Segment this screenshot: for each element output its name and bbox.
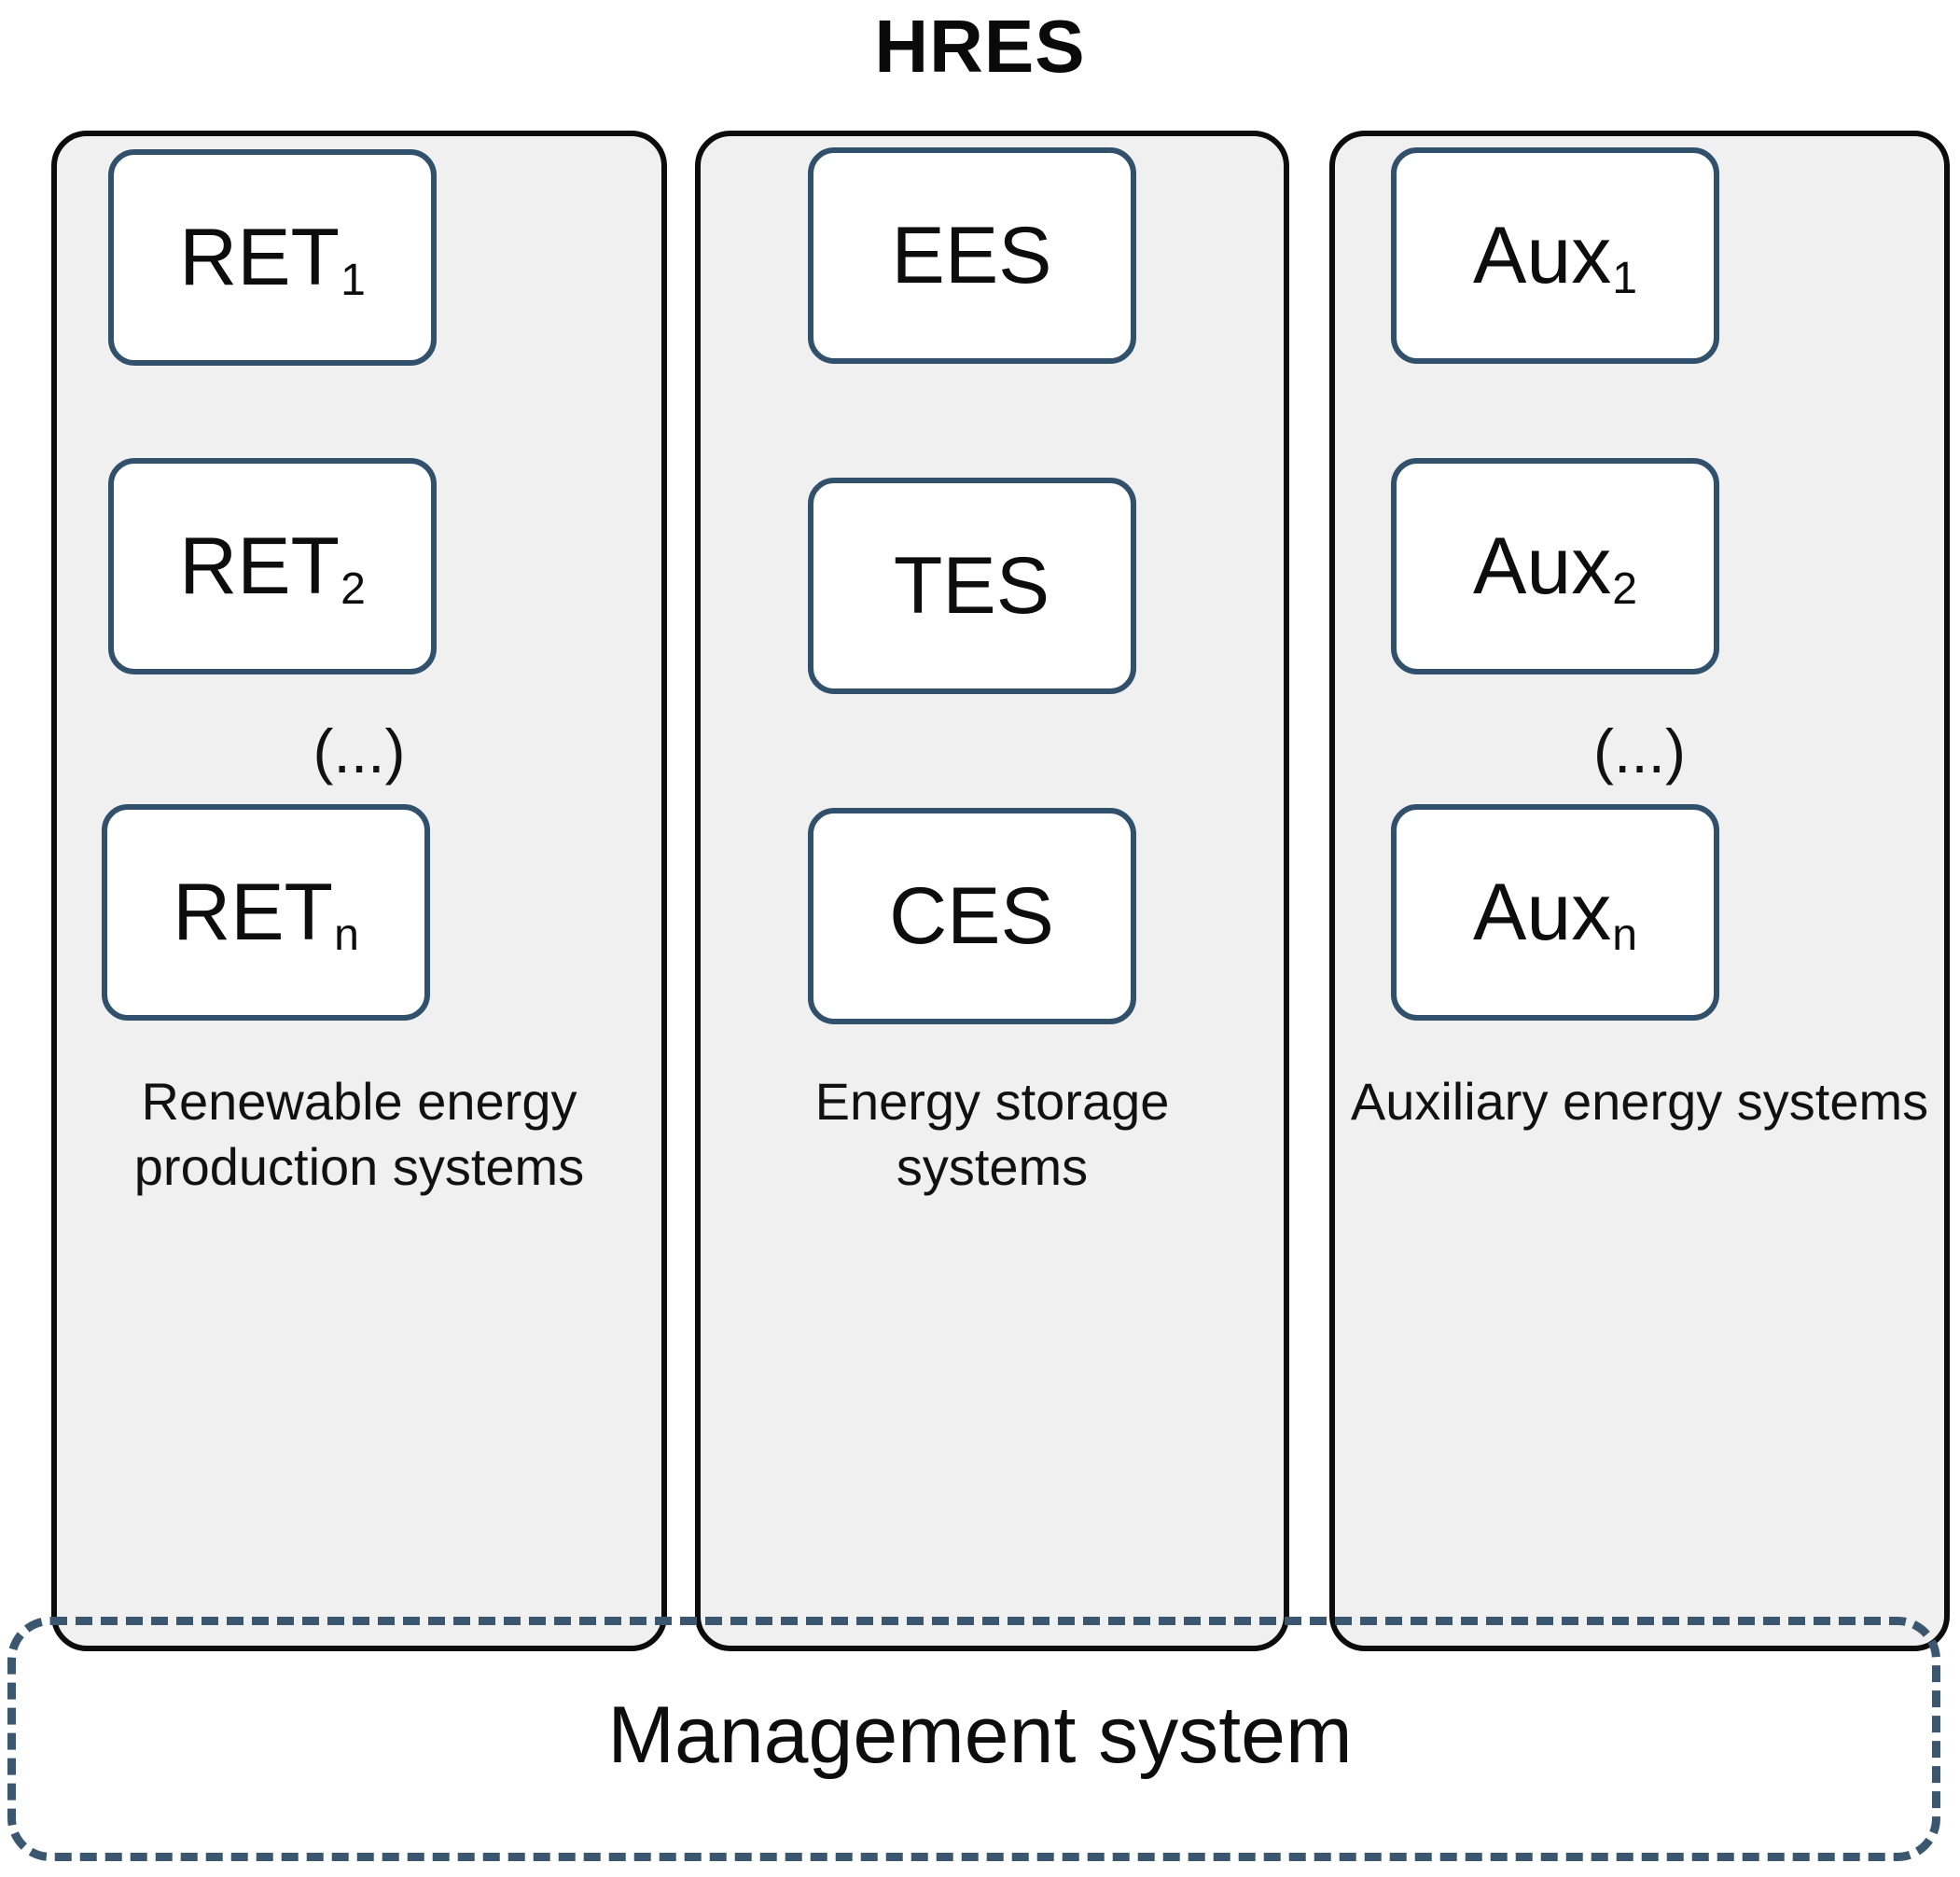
panel-auxiliary-energy: Aux1 Aux2 (...) Auxn Auxiliary energy sy… — [1329, 131, 1950, 1651]
node-label: RETn — [173, 868, 359, 960]
node-label: Aux2 — [1473, 521, 1637, 614]
ellipsis-renewable: (...) — [313, 716, 406, 786]
panel-caption-renewable: Renewable energy production systems — [133, 1072, 585, 1196]
node-label: EES — [891, 211, 1052, 300]
panel-caption-auxiliary: Auxiliary energy systems — [1350, 1072, 1929, 1131]
node-ees[interactable]: EES — [808, 147, 1136, 364]
node-aux-2[interactable]: Aux2 — [1391, 458, 1719, 674]
node-label: TES — [893, 541, 1050, 631]
node-ces[interactable]: CES — [808, 808, 1136, 1024]
node-ret-n[interactable]: RETn — [102, 804, 430, 1021]
node-ret-1[interactable]: RET1 — [108, 149, 437, 366]
node-tes[interactable]: TES — [808, 478, 1136, 694]
node-label: RET1 — [179, 213, 366, 305]
panel-energy-storage: EES TES CES Energy storage systems — [695, 131, 1289, 1651]
node-aux-1[interactable]: Aux1 — [1391, 147, 1719, 364]
management-system-label: Management system — [607, 1690, 1353, 1780]
ellipsis-auxiliary: (...) — [1593, 716, 1686, 786]
node-ret-2[interactable]: RET2 — [108, 458, 437, 674]
management-system-box — [7, 1617, 1940, 1861]
panel-caption-energy-storage: Energy storage systems — [814, 1072, 1170, 1196]
node-label: RET2 — [179, 521, 366, 614]
node-label: CES — [889, 871, 1054, 961]
page-title: HRES — [874, 5, 1086, 88]
node-label: Aux1 — [1473, 211, 1637, 303]
node-aux-n[interactable]: Auxn — [1391, 804, 1719, 1021]
panel-renewable-energy-production: RET1 RET2 (...) RETn Renewable energy pr… — [51, 131, 667, 1651]
node-label: Auxn — [1473, 868, 1637, 960]
